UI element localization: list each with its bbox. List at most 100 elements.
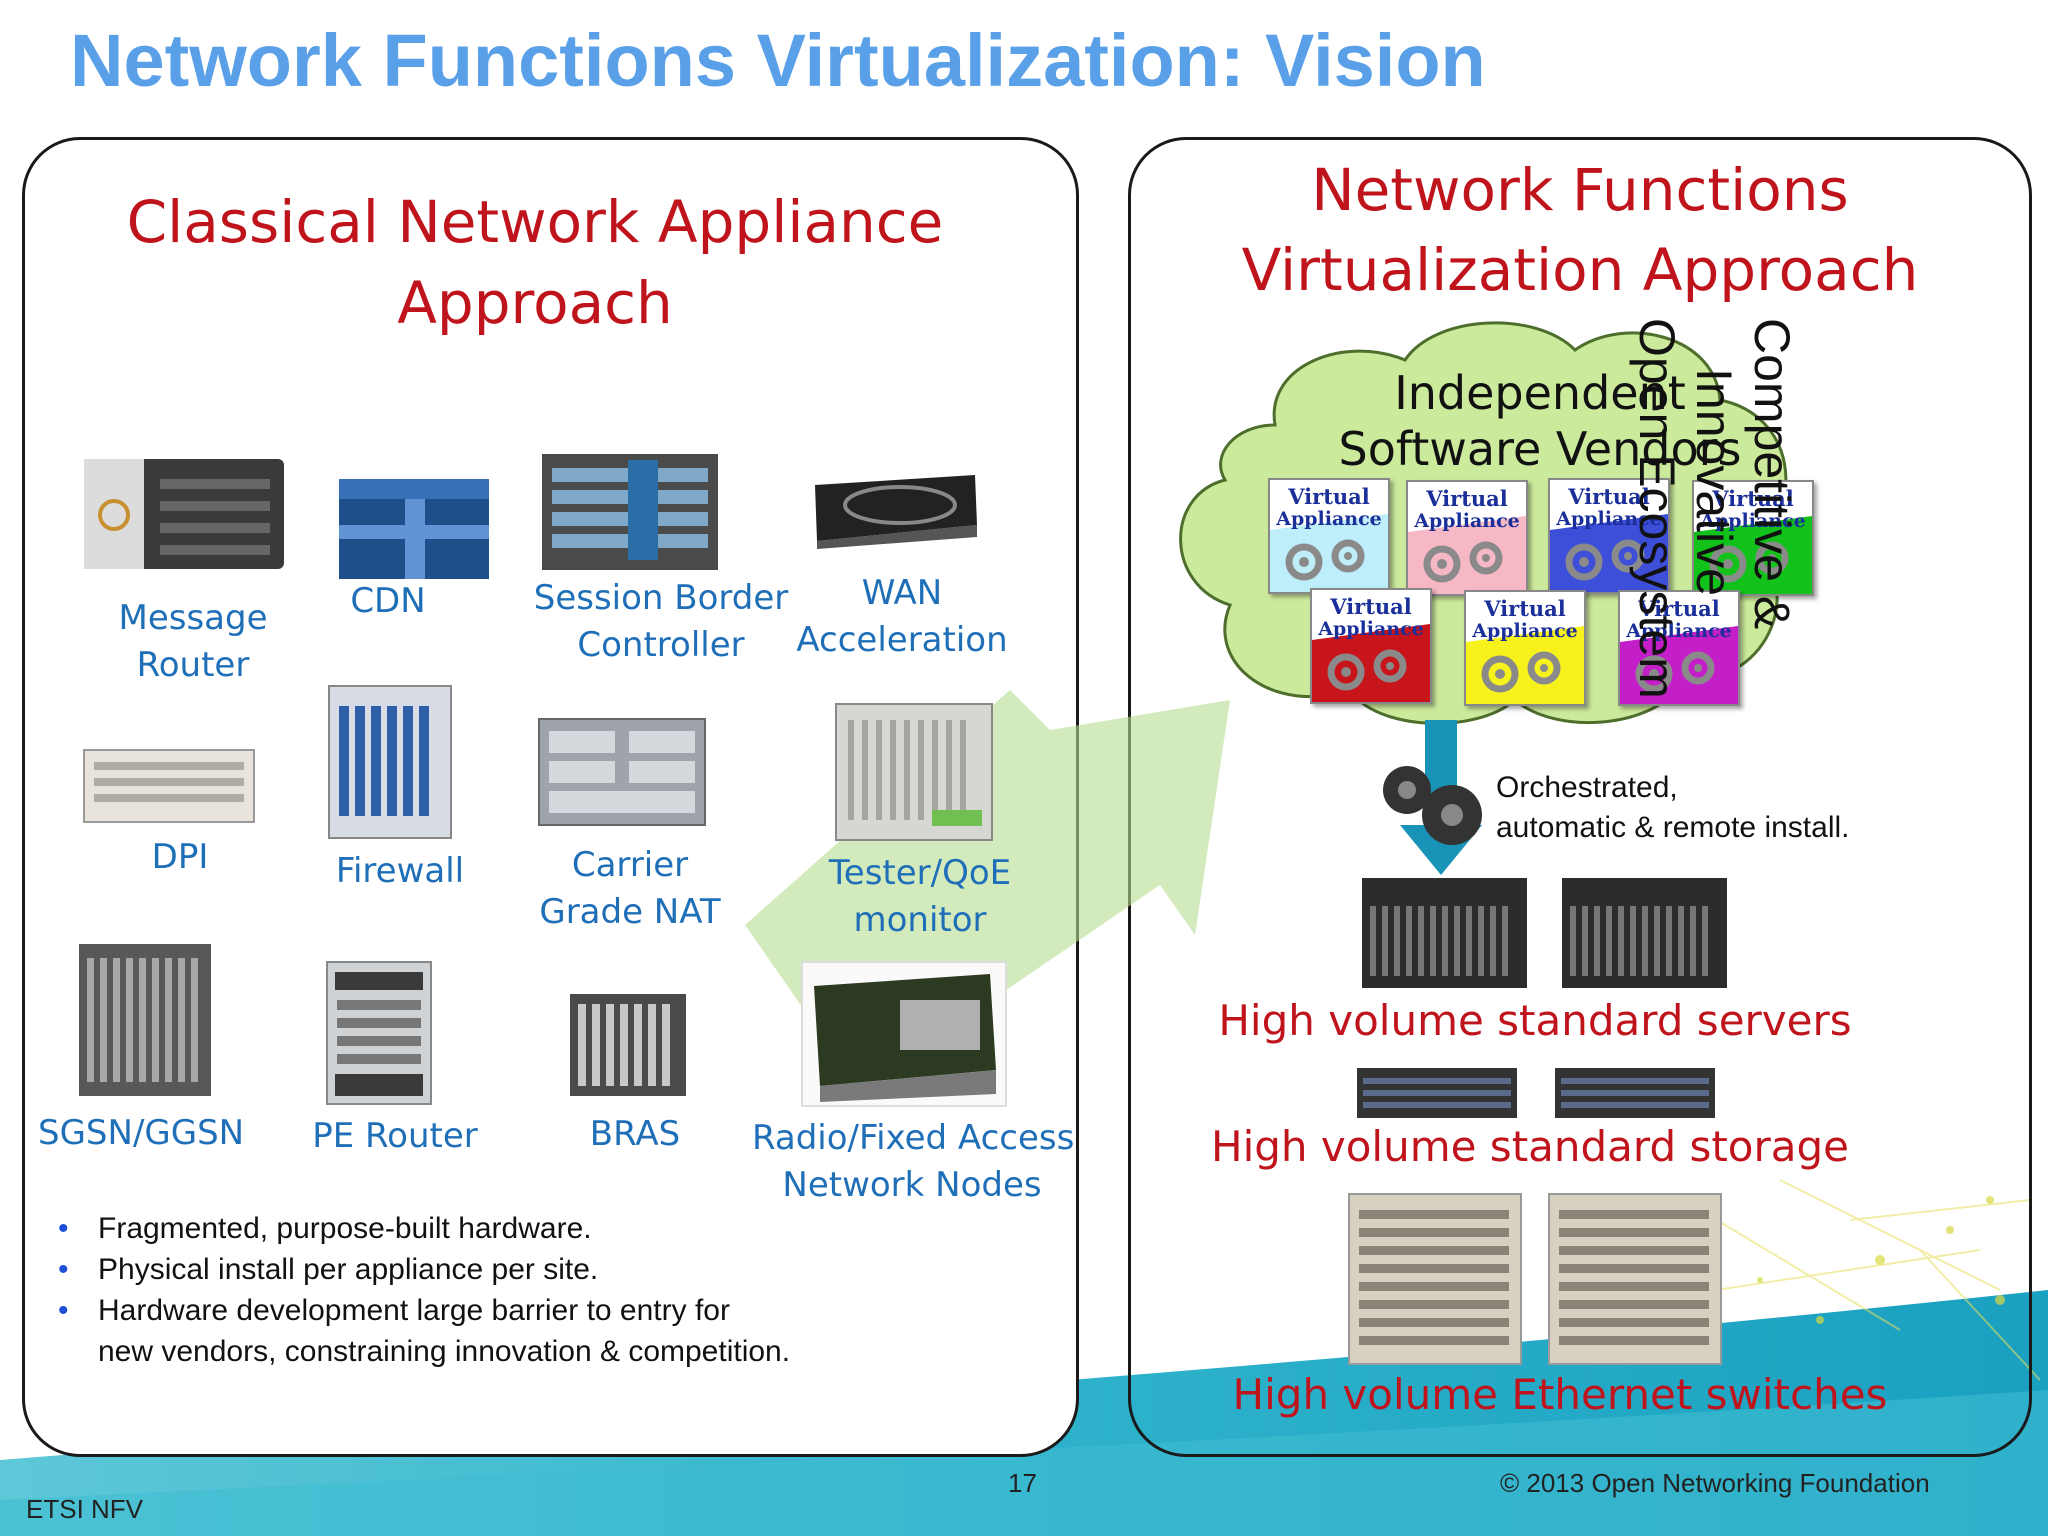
device-label-line: Radio/Fixed Access (752, 1118, 1075, 1158)
appliance-gear-icon (1270, 514, 1388, 592)
appliance-title-line2: Appliance (1276, 508, 1382, 530)
cdn-device (339, 479, 489, 579)
switches-label: High volume Ethernet switches (1232, 1370, 1888, 1419)
bullet-item-continuation: new vendors, constraining innovation & c… (58, 1331, 790, 1372)
standard-storage-image (1357, 1068, 1715, 1118)
device-label-line: CDN (350, 581, 426, 621)
orchestrated-note: Orchestrated, automatic & remote install… (1496, 768, 1849, 848)
radio-fixed-access-device (801, 961, 1007, 1107)
device-label-sgsn-ggsn: SGSN/GGSN (38, 1110, 244, 1157)
appliance-title-line1: Virtual (1288, 484, 1370, 509)
device-label-line: Router (136, 644, 250, 685)
ecosystem-vertical-text: Competitive & Innovative Open Ecosystem (1628, 318, 1800, 699)
device-label-line: Session Border (533, 578, 789, 618)
isv-cloud-label-line1: Independent (1394, 366, 1686, 420)
tester-qoe-monitor-device (835, 703, 993, 841)
appliance-gear-icon (1620, 626, 1738, 704)
appliance-title-line2: Appliance (1626, 620, 1732, 642)
device-label-line: DPI (151, 837, 209, 877)
device-label-line: Controller (577, 624, 745, 665)
device-label-line: Acceleration (796, 619, 1008, 660)
bullet-dot-icon: • (58, 1212, 69, 1245)
device-label-line: PE Router (312, 1116, 478, 1156)
device-label-pe-router: PE Router (300, 1113, 490, 1160)
device-label-line: Grade NAT (539, 891, 721, 932)
bullet-dot-icon: • (58, 1253, 69, 1286)
device-label-firewall: Firewall (310, 848, 490, 895)
bullet-text: Hardware development large barrier to en… (98, 1294, 730, 1327)
appliance-gear-icon (1550, 514, 1668, 592)
isv-cloud-label-line2: Software Vendors (1338, 422, 1742, 477)
appliance-title-line2: Appliance (1318, 618, 1424, 640)
orchestrated-line1: Orchestrated, (1496, 771, 1678, 804)
appliance-gear-icon (1694, 516, 1812, 594)
device-label-line: Message (118, 598, 268, 638)
appliance-title-line1: Virtual (1712, 486, 1794, 511)
footer-source: ETSI NFV (26, 1494, 144, 1524)
servers-label: High volume standard servers (1218, 996, 1852, 1045)
bullet-indent (58, 1331, 98, 1372)
appliance-title-line1: Virtual (1330, 594, 1412, 619)
appliance-title-line1: Virtual (1638, 596, 1720, 621)
gears-icon (1383, 766, 1482, 845)
bullet-text: new vendors, constraining innovation & c… (98, 1335, 791, 1368)
bullet-item: • Physical install per appliance per site… (58, 1249, 790, 1290)
device-label-line: Network Nodes (782, 1164, 1042, 1205)
ecosystem-text-line3: Open Ecosystem (1629, 318, 1685, 699)
appliance-title-line2: Appliance (1472, 620, 1578, 642)
ecosystem-text-line2: Innovative (1686, 368, 1743, 596)
bras-device (570, 994, 686, 1096)
orchestrated-line2: automatic & remote install. (1496, 811, 1850, 844)
wan-acceleration-device (815, 475, 977, 549)
appliance-gear-icon (1312, 624, 1430, 702)
bullet-item: • Hardware development large barrier to e… (58, 1290, 790, 1331)
appliance-title-line2: Appliance (1414, 510, 1520, 532)
appliance-title-line2: Appliance (1556, 508, 1662, 530)
device-label-line: SGSN/GGSN (38, 1113, 245, 1153)
bullet-text: Physical install per appliance per site. (98, 1253, 599, 1286)
page-title: Network Functions Virtualization: Vision (70, 19, 1486, 102)
device-label-line: Carrier (571, 845, 689, 885)
copyright: © 2013 Open Networking Foundation (1500, 1468, 1930, 1498)
pe-router-device (326, 961, 432, 1105)
sgsn-ggsn-device (79, 944, 211, 1096)
session-border-controller-device (542, 454, 718, 570)
bullet-item: • Fragmented, purpose-built hardware. (58, 1208, 790, 1249)
device-label-line: monitor (853, 899, 987, 940)
device-label-line: WAN (861, 573, 943, 613)
classical-bullet-list: • Fragmented, purpose-built hardware. • Ph… (58, 1208, 790, 1372)
firewall-device (328, 685, 452, 839)
device-label-bras: BRAS (560, 1111, 710, 1158)
appliance-title-line2: Appliance (1700, 510, 1806, 532)
classical-heading-line2: Approach (397, 269, 673, 338)
nfv-heading-line1: Network Functions (1311, 156, 1849, 224)
standard-servers-image (1362, 878, 1727, 988)
device-label-wan-acceleration: WAN Acceleration (792, 570, 1012, 664)
message-router-device (84, 459, 284, 569)
nfv-heading-line2: Virtualization Approach (1241, 236, 1919, 305)
device-label-line: BRAS (589, 1114, 681, 1154)
nfv-heading: Network Functions Virtualization Approac… (1140, 150, 2020, 310)
appliance-gear-icon (1466, 626, 1584, 704)
bullet-text: Fragmented, purpose-built hardware. (98, 1212, 592, 1245)
storage-label: High volume standard storage (1210, 1122, 1850, 1171)
ethernet-switches-image (1348, 1193, 1722, 1365)
dpi-device (83, 749, 255, 823)
device-label-line: Firewall (335, 851, 465, 891)
bullet-dot-icon: • (58, 1294, 69, 1327)
appliance-title-line1: Virtual (1568, 484, 1650, 509)
device-label-cdn: CDN (318, 578, 458, 625)
device-label-dpi: DPI (100, 834, 260, 881)
page-number: 17 (1008, 1468, 1037, 1498)
classical-heading-line1: Classical Network Appliance (126, 188, 944, 256)
